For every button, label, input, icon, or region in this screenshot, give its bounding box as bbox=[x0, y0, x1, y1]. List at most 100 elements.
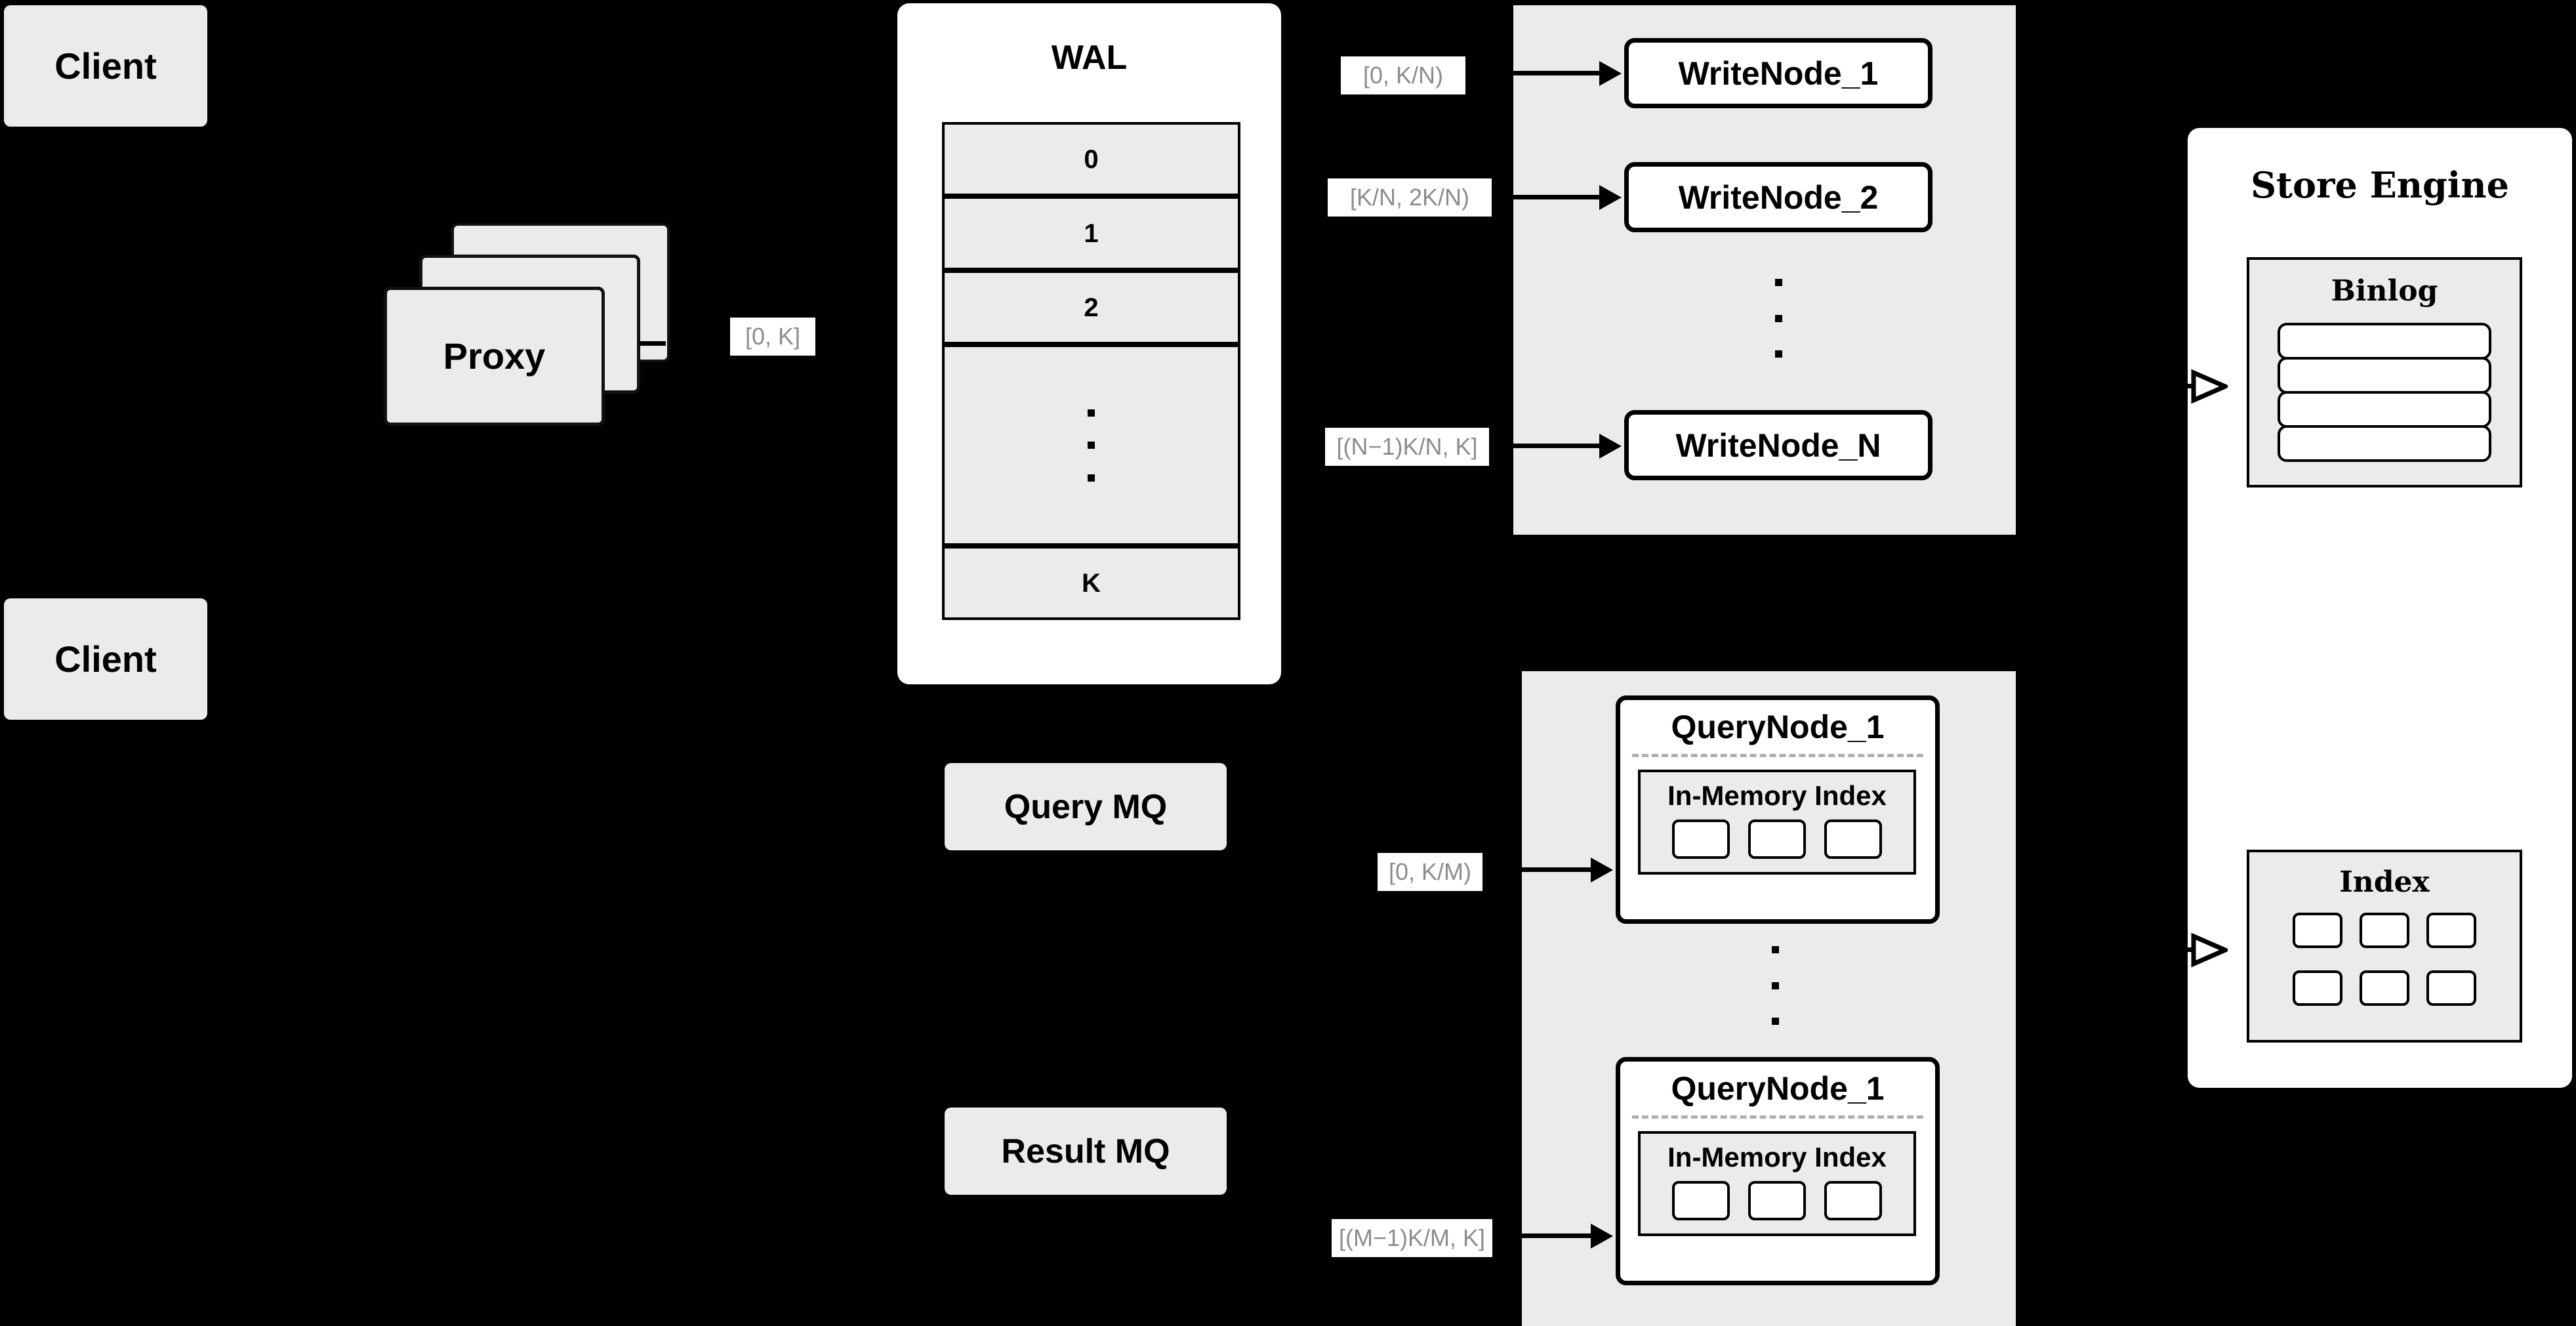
binlog-entry[interactable] bbox=[2278, 425, 2491, 462]
wal-row-label: 2 bbox=[1084, 293, 1099, 322]
write-node-label: WriteNode_1 bbox=[1678, 54, 1879, 92]
query-node-1-in-memory-index[interactable]: In-Memory Index bbox=[1638, 770, 1916, 875]
index-segment[interactable] bbox=[1824, 819, 1882, 859]
in-memory-index-title: In-Memory Index bbox=[1641, 1134, 1913, 1181]
store-index-entries bbox=[2249, 913, 2520, 1006]
store-index-entry[interactable] bbox=[2360, 970, 2409, 1006]
wal-row[interactable]: 2 bbox=[942, 270, 1240, 344]
write-node-2-arrow-line bbox=[1502, 195, 1605, 199]
proxy-box[interactable]: Proxy bbox=[384, 287, 605, 426]
binlog-box[interactable]: Binlog bbox=[2247, 257, 2522, 487]
write-cluster-vertical-ellipsis-icon bbox=[1774, 279, 1782, 358]
write-node-1-arrowhead-icon bbox=[1599, 61, 1622, 86]
in-memory-index-segments bbox=[1641, 819, 1913, 859]
wal-row[interactable]: 1 bbox=[942, 196, 1240, 270]
store-index-box[interactable]: Index bbox=[2247, 850, 2522, 1043]
write-node-n[interactable]: WriteNode_N bbox=[1624, 410, 1932, 480]
index-segment[interactable] bbox=[1748, 819, 1806, 859]
wal-row-ellipsis bbox=[942, 344, 1240, 546]
store-index-arrowhead-icon bbox=[2191, 932, 2228, 968]
in-memory-index-title-text: In-Memory Index bbox=[1667, 780, 1887, 811]
write-node-n-range-tag: [(N−1)K/N, K] bbox=[1325, 428, 1489, 466]
store-index-entry[interactable] bbox=[2293, 913, 2342, 948]
query-node-label: QueryNode_1 bbox=[1671, 709, 1885, 745]
write-node-1[interactable]: WriteNode_1 bbox=[1624, 38, 1932, 108]
proxy-connector-stub bbox=[640, 341, 666, 346]
binlog-title-text: Binlog bbox=[2331, 274, 2438, 308]
query-node-1-range-tag: [0, K/M) bbox=[1378, 853, 1482, 891]
store-engine-title-text: Store Engine bbox=[2251, 164, 2509, 206]
write-node-2[interactable]: WriteNode_2 bbox=[1624, 162, 1932, 232]
write-node-2-arrowhead-icon bbox=[1599, 185, 1622, 210]
store-index-entry[interactable] bbox=[2426, 970, 2476, 1006]
query-node-1-separator bbox=[1632, 754, 1923, 757]
write-node-n-arrowhead-icon bbox=[1599, 434, 1622, 459]
query-node-2-range-text: [(M−1)K/M, K] bbox=[1338, 1224, 1486, 1251]
query-node-2-arrow-line bbox=[1503, 1233, 1596, 1238]
query-node-1[interactable]: QueryNode_1 In-Memory Index bbox=[1616, 695, 1940, 924]
write-node-label: WriteNode_2 bbox=[1678, 178, 1879, 216]
proxy-label: Proxy bbox=[443, 335, 546, 377]
store-index-entry[interactable] bbox=[2360, 913, 2409, 948]
query-node-1-header: QueryNode_1 bbox=[1620, 700, 1935, 754]
binlog-entry[interactable] bbox=[2278, 357, 2491, 394]
client-box-1[interactable]: Client bbox=[4, 5, 207, 127]
wal-row[interactable]: K bbox=[942, 546, 1240, 620]
binlog-entry[interactable] bbox=[2278, 391, 2491, 428]
query-node-1-arrowhead-icon bbox=[1591, 858, 1613, 882]
store-index-title-text: Index bbox=[2339, 865, 2430, 899]
query-node-2-arrowhead-icon bbox=[1591, 1224, 1613, 1249]
index-segment[interactable] bbox=[1672, 819, 1730, 859]
query-mq-label: Query MQ bbox=[1004, 787, 1168, 826]
write-node-label: WriteNode_N bbox=[1675, 426, 1881, 464]
query-node-2-in-memory-index[interactable]: In-Memory Index bbox=[1638, 1131, 1916, 1236]
query-node-label: QueryNode_1 bbox=[1671, 1070, 1885, 1107]
index-segment[interactable] bbox=[1748, 1181, 1806, 1220]
client-label: Client bbox=[54, 45, 157, 87]
query-node-2-separator bbox=[1632, 1115, 1923, 1119]
query-node-2-range-tag: [(M−1)K/M, K] bbox=[1332, 1219, 1492, 1257]
query-node-1-range-text: [0, K/M) bbox=[1388, 858, 1472, 885]
store-index-title: Index bbox=[2249, 852, 2520, 913]
client-box-2[interactable]: Client bbox=[4, 598, 207, 720]
proxy-range-tag-text: [0, K] bbox=[745, 323, 801, 350]
binlog-arrow-line bbox=[2155, 384, 2196, 388]
index-segment[interactable] bbox=[1672, 1181, 1730, 1220]
wal-row[interactable]: 0 bbox=[942, 122, 1240, 196]
write-node-1-range-text: [0, K/N) bbox=[1362, 62, 1444, 89]
in-memory-index-title: In-Memory Index bbox=[1641, 772, 1913, 819]
store-index-entry[interactable] bbox=[2426, 913, 2476, 948]
result-mq-box[interactable]: Result MQ bbox=[945, 1108, 1227, 1195]
binlog-entries bbox=[2249, 323, 2520, 462]
binlog-title: Binlog bbox=[2249, 260, 2520, 323]
write-node-2-range-text: [K/N, 2K/N) bbox=[1349, 184, 1470, 211]
write-node-1-arrow-line bbox=[1486, 71, 1605, 75]
store-index-entry[interactable] bbox=[2293, 970, 2342, 1006]
store-engine-title: Store Engine bbox=[2188, 165, 2572, 205]
query-node-2-header: QueryNode_1 bbox=[1620, 1062, 1935, 1115]
wal-row-label: 1 bbox=[1084, 218, 1099, 248]
write-node-n-arrow-line bbox=[1500, 444, 1605, 448]
store-index-row bbox=[2293, 913, 2476, 948]
binlog-arrowhead-icon bbox=[2191, 369, 2228, 404]
binlog-entry[interactable] bbox=[2278, 323, 2491, 360]
in-memory-index-segments bbox=[1641, 1181, 1913, 1220]
index-segment[interactable] bbox=[1824, 1181, 1882, 1220]
query-cluster-vertical-ellipsis-icon bbox=[1771, 946, 1779, 1025]
query-node-1-arrow-line bbox=[1494, 867, 1596, 872]
wal-title-text: WAL bbox=[1051, 39, 1128, 77]
query-node-2[interactable]: QueryNode_1 In-Memory Index bbox=[1616, 1057, 1940, 1285]
proxy-range-tag: [0, K] bbox=[730, 318, 815, 356]
store-index-arrow-line bbox=[2155, 947, 2196, 952]
query-mq-box[interactable]: Query MQ bbox=[945, 763, 1227, 850]
write-node-1-range-tag: [0, K/N) bbox=[1341, 56, 1465, 94]
wal-title: WAL bbox=[897, 38, 1281, 77]
write-node-n-range-text: [(N−1)K/N, K] bbox=[1336, 433, 1478, 460]
store-index-row bbox=[2293, 970, 2476, 1006]
write-node-2-range-tag: [K/N, 2K/N) bbox=[1328, 178, 1492, 217]
wal-row-label: 0 bbox=[1084, 144, 1099, 174]
wal-row-label: K bbox=[1082, 568, 1101, 598]
client-label: Client bbox=[54, 638, 157, 680]
in-memory-index-title-text: In-Memory Index bbox=[1667, 1142, 1887, 1172]
result-mq-label: Result MQ bbox=[1001, 1132, 1170, 1171]
